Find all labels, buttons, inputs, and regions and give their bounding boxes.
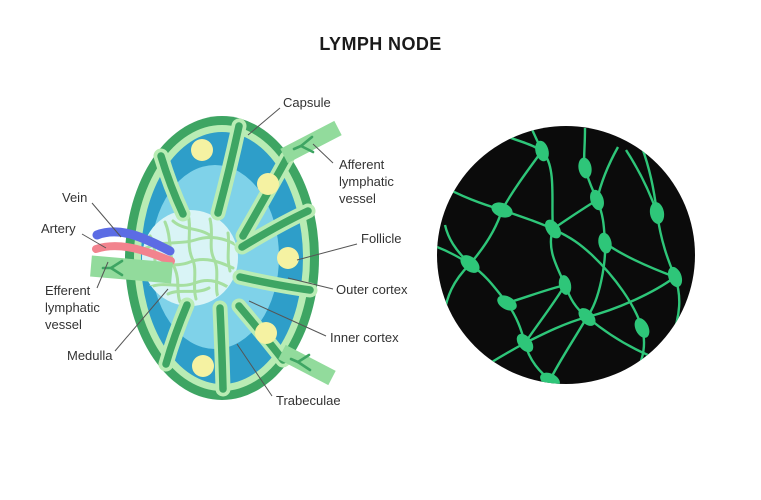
label-trabeculae: Trabeculae xyxy=(276,393,341,408)
follicle-shapes xyxy=(191,139,299,377)
vein-shape xyxy=(92,227,175,256)
afferent-vessel-bottom-shape xyxy=(278,344,336,386)
pointer-efferent xyxy=(96,261,109,289)
hilum-vessels xyxy=(90,227,175,284)
lymph-node-diagram xyxy=(81,107,358,400)
efferent-flow-arrow-icon xyxy=(101,259,124,277)
afferent-vessel-top-shape xyxy=(280,120,342,164)
pointer-artery xyxy=(81,233,107,249)
label-capsule: Capsule xyxy=(283,95,331,110)
page-title: LYMPH NODE xyxy=(319,34,442,54)
micrograph-background xyxy=(437,126,695,384)
label-artery: Artery xyxy=(41,221,76,236)
pointer-afferent xyxy=(312,143,334,164)
pointer-medulla xyxy=(114,288,169,352)
micrograph-node-cells xyxy=(460,140,683,384)
label-efferent-lymphatic-vessel: Efferent lymphatic vessel xyxy=(45,283,100,332)
pointer-follicle xyxy=(296,243,358,261)
pointer-lines xyxy=(81,107,358,397)
afferent-vessels xyxy=(278,120,342,386)
label-outer-cortex: Outer cortex xyxy=(336,282,408,297)
label-vein: Vein xyxy=(62,190,88,205)
pointer-trabeculae xyxy=(236,343,273,397)
label-afferent-lymphatic-vessel: Afferent lymphatic vessel xyxy=(339,157,394,206)
lymphatic-network-micrograph xyxy=(437,126,695,384)
afferent-bottom-flow-arrow-icon xyxy=(289,353,312,372)
artery-shape xyxy=(92,242,175,265)
pointer-outer-cortex xyxy=(287,277,334,290)
micrograph-network xyxy=(437,126,683,384)
pointer-capsule xyxy=(247,107,281,136)
label-follicle: Follicle xyxy=(361,231,402,246)
pointer-inner-cortex xyxy=(248,300,327,337)
label-inner-cortex: Inner cortex xyxy=(330,330,399,345)
trabeculae-shapes xyxy=(153,118,318,397)
label-medulla: Medulla xyxy=(67,348,113,363)
pointer-vein xyxy=(91,202,122,238)
afferent-top-flow-arrow-icon xyxy=(292,135,315,154)
